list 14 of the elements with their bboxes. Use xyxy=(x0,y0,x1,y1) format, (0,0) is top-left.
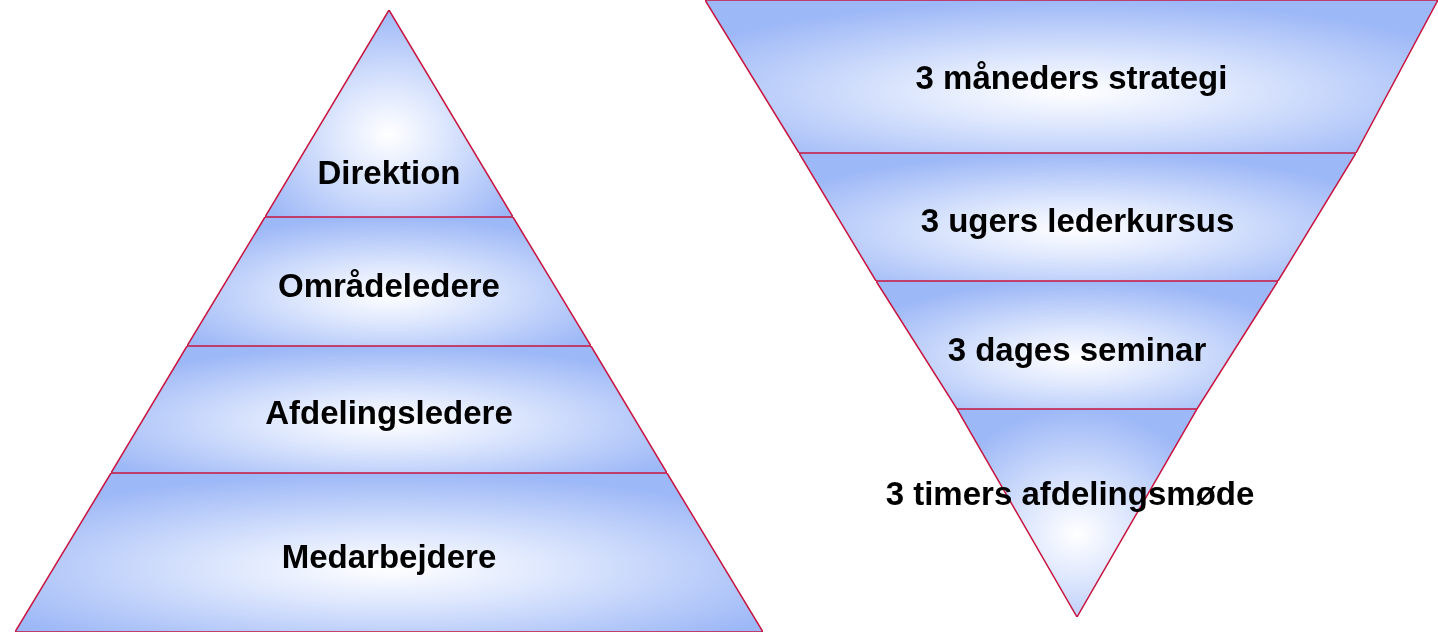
pyramid-level xyxy=(705,0,1438,153)
level-label: Direktion xyxy=(316,154,462,192)
level-label: Afdelingsledere xyxy=(264,394,514,432)
pyramid-level xyxy=(15,473,763,632)
level-label: 3 ugers lederkursus xyxy=(919,202,1236,240)
level-label: 3 måneders strategi xyxy=(914,59,1229,97)
pyramid-level xyxy=(111,346,667,473)
pyramid-level xyxy=(799,153,1356,281)
pyramid-level xyxy=(265,10,513,217)
level-label: Medarbejdere xyxy=(280,538,498,576)
level-label: 3 dages seminar xyxy=(946,331,1208,369)
pyramid-level xyxy=(876,281,1278,409)
level-label: Områdeledere xyxy=(277,267,501,305)
pyramid-level xyxy=(187,217,591,346)
